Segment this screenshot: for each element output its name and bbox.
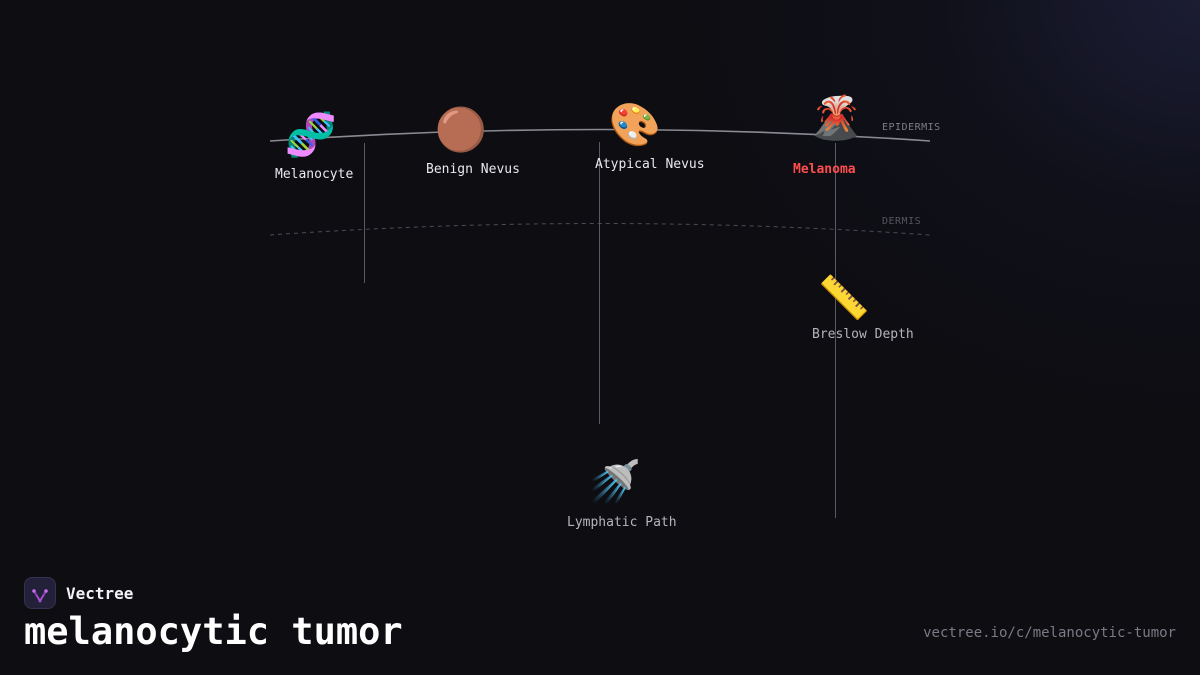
node-label-melanoma: Melanoma: [793, 162, 856, 177]
node-label-lymphatic-path: Lymphatic Path: [567, 515, 677, 530]
node-label-benign-nevus: Benign Nevus: [426, 162, 520, 177]
epidermis-line: [269, 128, 931, 142]
brand-name: Vectree: [66, 584, 134, 603]
palette-icon: 🎨: [608, 100, 662, 149]
vectree-logo-icon: [24, 577, 56, 609]
node-label-melanocyte: Melanocyte: [275, 167, 354, 182]
brown-circle-icon: 🟤: [434, 105, 488, 154]
shower-icon: 🚿: [588, 457, 642, 506]
page-title: melanocytic tumor: [24, 610, 403, 653]
dna-icon: 🧬: [284, 110, 338, 159]
node-label-atypical-nevus: Atypical Nevus: [595, 157, 705, 172]
page-url[interactable]: vectree.io/c/melanocytic-tumor: [923, 625, 1176, 641]
epidermis-label: EPIDERMIS: [882, 122, 941, 133]
dermis-label: DERMIS: [882, 216, 922, 227]
node-label-breslow-depth: Breslow Depth: [812, 327, 914, 342]
volcano-icon: 🌋: [809, 93, 863, 142]
ruler-icon: 📏: [817, 273, 871, 322]
